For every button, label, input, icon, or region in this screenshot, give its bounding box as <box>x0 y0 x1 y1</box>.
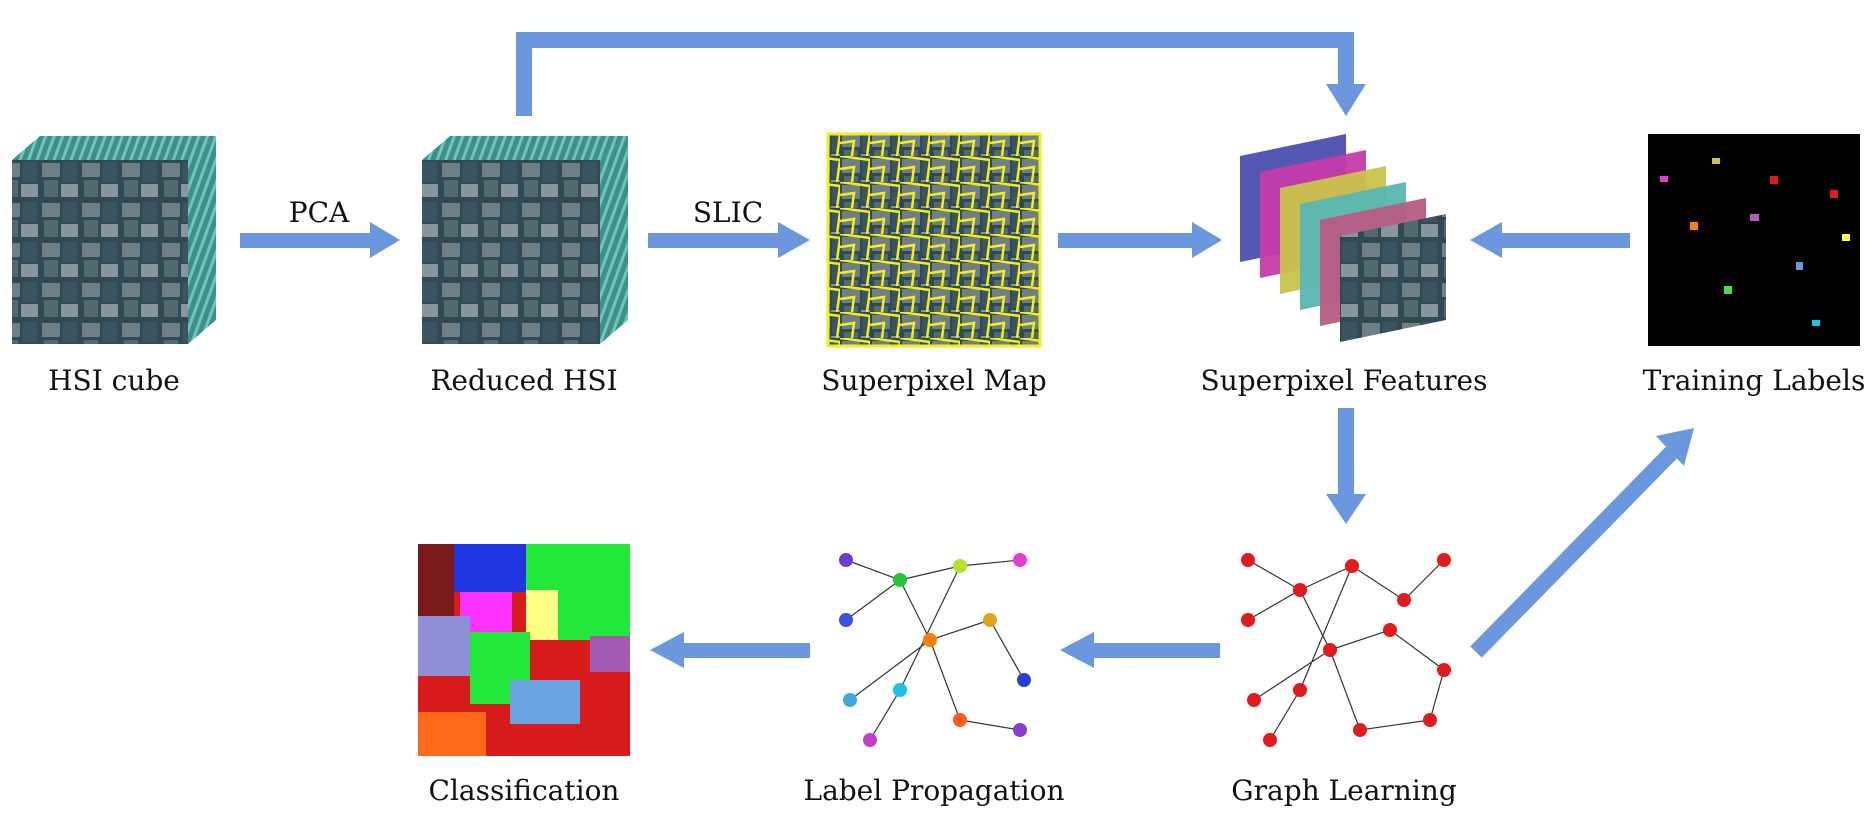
training-labels-label: Training Labels <box>1642 364 1866 397</box>
hsi-cube-label: HSI cube <box>48 364 180 397</box>
slic-label: SLIC <box>692 196 764 229</box>
graph-learning-label: Graph Learning <box>1231 774 1457 807</box>
reduced-hsi-cube-icon <box>422 136 628 344</box>
pca-label: PCA <box>288 196 350 229</box>
features-to-graph-arrow <box>1326 408 1366 524</box>
reduced-hsi-label: Reduced HSI <box>430 364 618 397</box>
labels-to-features-arrow <box>1470 222 1630 258</box>
classification-label: Classification <box>428 774 620 807</box>
slic-arrow <box>648 222 810 258</box>
hsi-cube-icon <box>12 136 216 344</box>
superpixel-map-icon <box>826 132 1042 348</box>
graph-to-labels-arrow <box>1470 428 1694 658</box>
label-propagation-label: Label Propagation <box>803 774 1065 807</box>
propagation-to-classification-arrow <box>650 632 810 668</box>
training-labels-icon <box>1648 134 1860 346</box>
graph-icon <box>1238 552 1454 748</box>
graph-to-propagation-arrow <box>1060 632 1220 668</box>
classification-map-icon <box>418 544 630 756</box>
skip-arrow <box>516 32 1366 116</box>
map-to-features-arrow <box>1058 222 1222 258</box>
superpixel-map-label: Superpixel Map <box>821 364 1047 397</box>
feature-stack-icon <box>1240 134 1446 342</box>
propagation-graph-icon <box>839 553 1031 747</box>
pca-arrow <box>240 222 400 258</box>
superpixel-features-label: Superpixel Features <box>1200 364 1488 397</box>
